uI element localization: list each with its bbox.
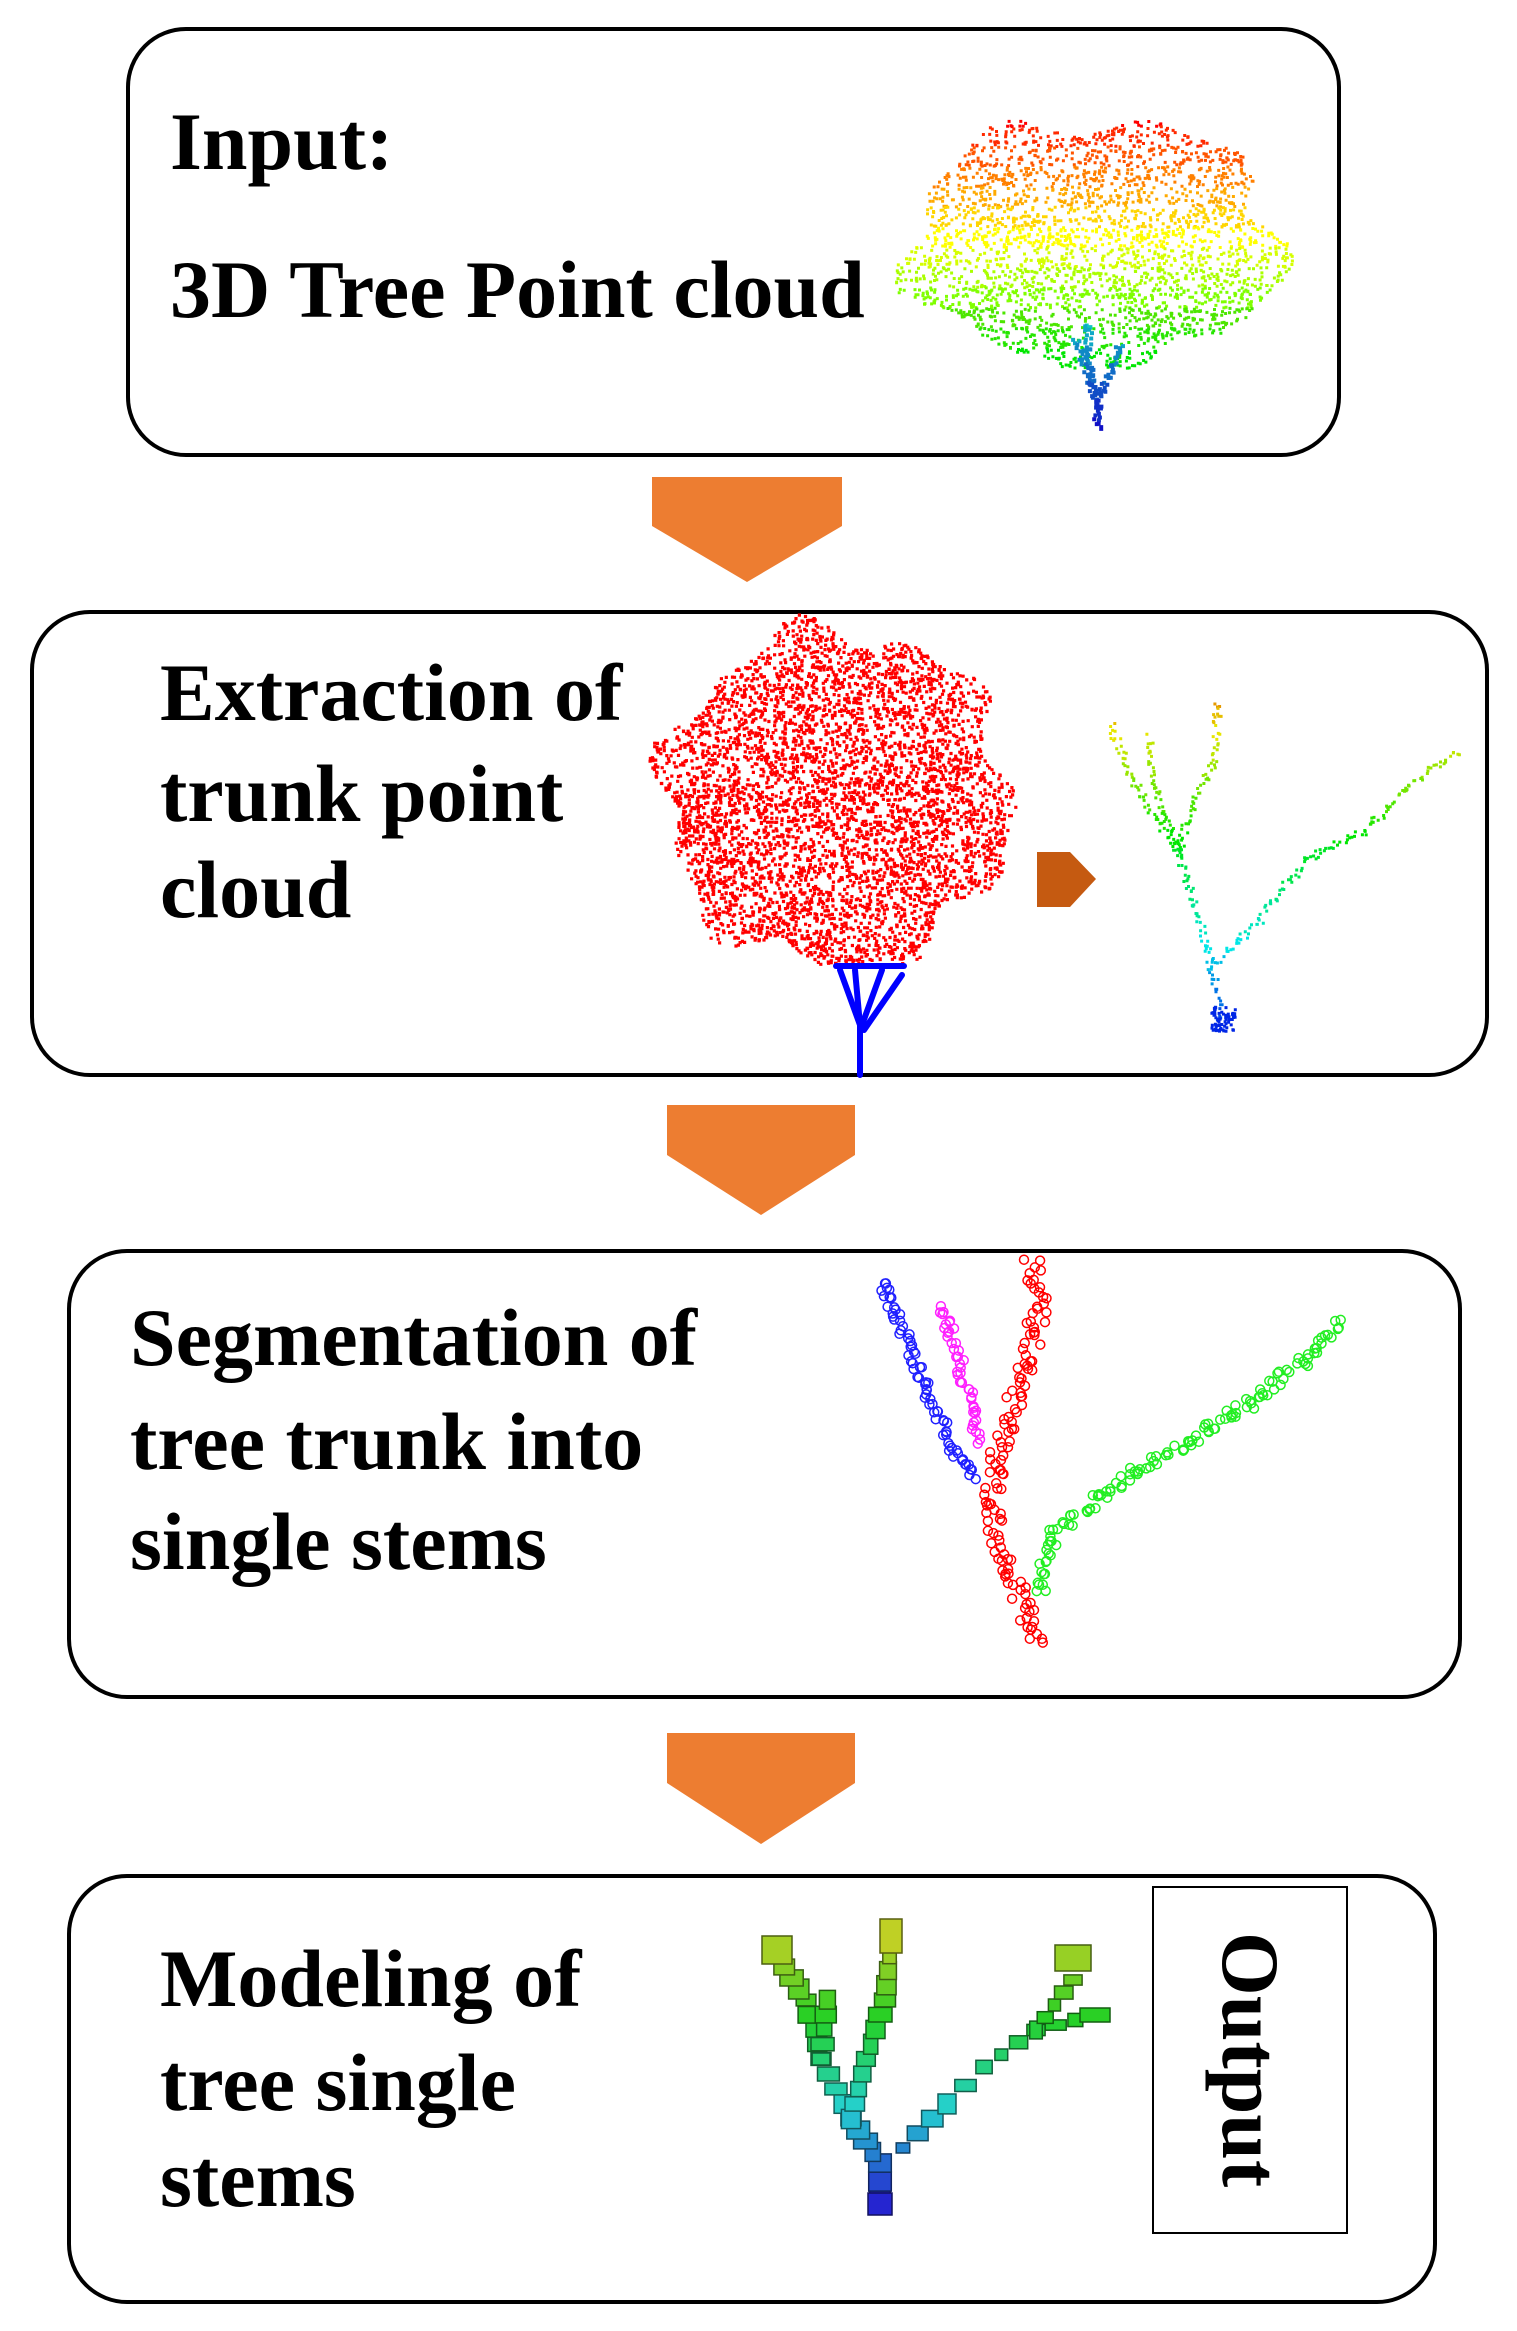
step-2-line-2: trunk point bbox=[160, 748, 564, 839]
flow-arrow-2 bbox=[667, 1105, 855, 1215]
trunk-lines bbox=[833, 963, 907, 1078]
step-3-line-3: single stems bbox=[130, 1496, 547, 1587]
stem-blue bbox=[876, 1278, 981, 1485]
segmented-stems-image bbox=[876, 1254, 1346, 1648]
step-input-box: Input: 3D Tree Point cloud bbox=[126, 27, 1341, 457]
step-modeling-box: Modeling of tree single stems Output bbox=[67, 1874, 1437, 2304]
step-segmentation-box: Segmentation of tree trunk into single s… bbox=[67, 1249, 1462, 1699]
step-4-line-3: stems bbox=[160, 2133, 356, 2224]
flow-arrow-3 bbox=[667, 1733, 855, 1844]
step-1-line-1: Input: bbox=[170, 96, 394, 187]
step-3-line-2: tree trunk into bbox=[130, 1396, 644, 1487]
output-label: Output bbox=[1205, 1932, 1296, 2188]
classified-tree-point-cloud-image bbox=[648, 613, 1018, 1078]
step-4-line-1: Modeling of bbox=[160, 1933, 582, 2024]
output-label-box: Output bbox=[1152, 1886, 1348, 2234]
trunk-point-cloud-image bbox=[1108, 702, 1461, 1033]
step-3-line-1: Segmentation of bbox=[130, 1292, 698, 1383]
input-tree-crown-points bbox=[895, 119, 1294, 370]
input-tree-trunk-points bbox=[1071, 323, 1125, 431]
step-2-line-1: Extraction of bbox=[160, 647, 623, 738]
stem-green bbox=[1031, 1314, 1346, 1597]
flow-arrow-1 bbox=[652, 477, 842, 582]
step-extraction-box: Extraction of trunk point cloud bbox=[30, 610, 1489, 1078]
input-tree-point-cloud-image bbox=[895, 119, 1294, 431]
trunk-skeleton-points bbox=[1108, 702, 1461, 1033]
step-4-line-2: tree single bbox=[160, 2037, 516, 2128]
inner-arrow-icon bbox=[1037, 852, 1096, 907]
stem-red bbox=[979, 1254, 1052, 1648]
crown-points bbox=[648, 613, 1018, 968]
stem-model-image bbox=[761, 1918, 1111, 2216]
step-2-line-3: cloud bbox=[160, 844, 352, 935]
stem-magenta bbox=[934, 1300, 986, 1449]
stem-cylinders bbox=[761, 1918, 1111, 2216]
step-1-line-2: 3D Tree Point cloud bbox=[170, 244, 865, 335]
